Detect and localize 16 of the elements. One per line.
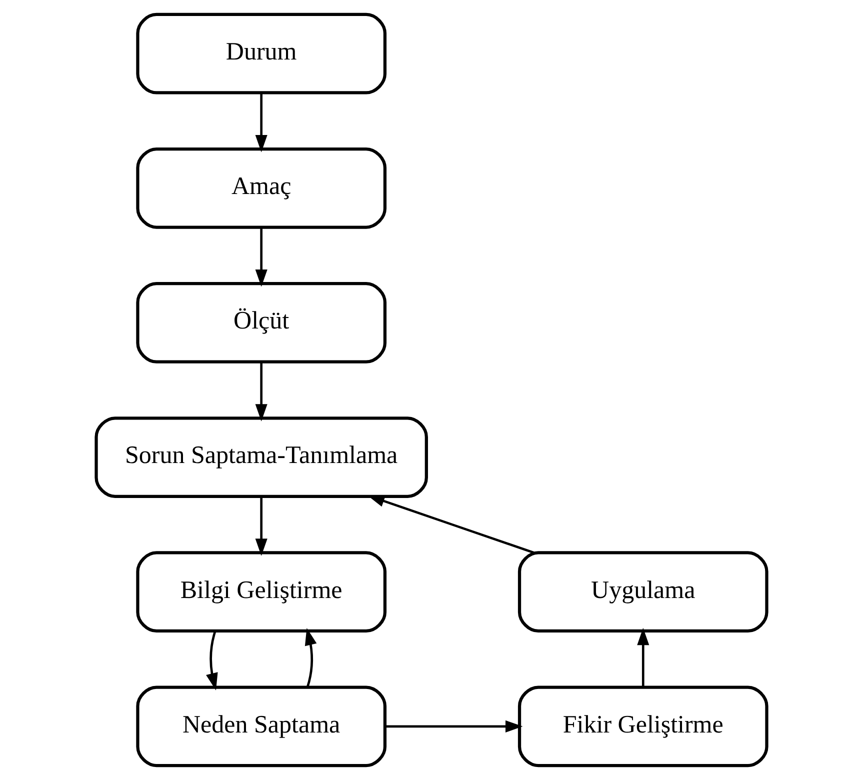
- node-box: Ölçüt: [136, 282, 386, 364]
- arrow: [254, 496, 267, 556]
- node-box: Durum: [136, 12, 386, 94]
- node-box: Uygulama: [517, 551, 768, 633]
- arrow: [384, 720, 522, 732]
- node-box: Fikir Geliştirme: [517, 686, 768, 768]
- node-box: Bilgi Geliştirme: [136, 551, 386, 633]
- node-box: Amaç: [136, 147, 386, 229]
- arrow: [254, 228, 267, 287]
- node-box: Neden Saptama: [136, 686, 386, 768]
- arrow: [636, 628, 649, 687]
- arrow: [254, 93, 267, 152]
- arrow: [206, 631, 218, 690]
- arrow: [254, 362, 267, 422]
- node-box: Sorun Saptama-Tanımlama: [94, 416, 428, 498]
- arrow: [304, 628, 316, 688]
